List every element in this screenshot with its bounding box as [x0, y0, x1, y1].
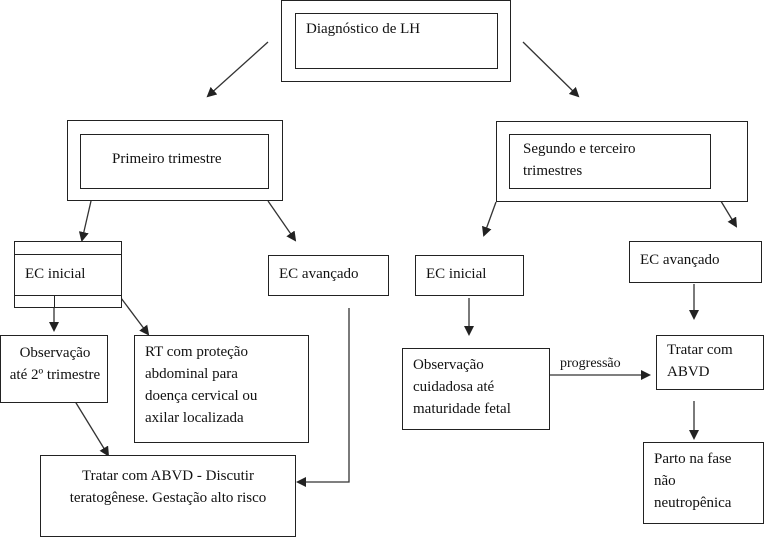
first-treat-label: Tratar com ABVD - Discutir teratogênese.…	[69, 468, 267, 506]
arrow-observation-to-treat	[72, 397, 110, 457]
first-rt-node[interactable]: RT com proteção abdominal para doença ce…	[134, 335, 309, 443]
second-initial-stage-node[interactable]: EC inicial	[415, 255, 524, 296]
arrow-first-to-advanced	[267, 200, 297, 242]
first-rt-label: RT com proteção abdominal para doença ce…	[145, 344, 258, 426]
second-delivery-node[interactable]: Parto na fase não neutropênica	[643, 442, 764, 524]
second-advanced-stage-node[interactable]: EC avançado	[629, 241, 762, 283]
arrow-initial-to-rt	[120, 297, 150, 336]
first-initial-top-band	[15, 254, 121, 255]
first-initial-bottom-divider	[54, 295, 55, 308]
second-advanced-stage-label: EC avançado	[640, 252, 720, 268]
second-initial-stage-label: EC inicial	[426, 266, 487, 282]
first-initial-stage-label: EC inicial	[25, 266, 86, 282]
first-initial-stage-node[interactable]: EC inicial	[14, 241, 122, 308]
first-advanced-stage-label: EC avançado	[279, 266, 359, 282]
second-treat-label: Tratar com ABVD	[667, 342, 733, 380]
first-observation-node[interactable]: Observação até 2º trimestre	[0, 335, 108, 403]
root-node[interactable]: Diagnóstico de LH	[295, 13, 498, 69]
arrow-root-to-first	[206, 41, 269, 98]
root-label: Diagnóstico de LH	[306, 21, 421, 37]
second-observation-label: Observação cuidadosa até maturidade feta…	[413, 357, 511, 417]
second-trimester-label: Segundo e terceiro trimestres	[523, 141, 636, 179]
arrow-root-to-second	[522, 41, 580, 98]
second-trimester-node[interactable]: Segundo e terceiro trimestres	[509, 134, 711, 189]
second-treat-node[interactable]: Tratar com ABVD	[656, 335, 764, 390]
progression-edge-label: progressão	[560, 356, 621, 371]
second-observation-node[interactable]: Observação cuidadosa até maturidade feta…	[402, 348, 550, 430]
first-initial-bottom-band	[15, 295, 121, 296]
first-observation-label: Observação até 2º trimestre	[9, 345, 101, 383]
arrow-second-to-initial	[482, 201, 497, 237]
second-delivery-label: Parto na fase não neutropênica	[654, 451, 732, 511]
first-trimester-node[interactable]: Primeiro trimestre	[80, 134, 269, 189]
first-treat-node[interactable]: Tratar com ABVD - Discutir teratogênese.…	[40, 455, 296, 537]
first-advanced-stage-node[interactable]: EC avançado	[268, 255, 389, 296]
first-trimester-label: Primeiro trimestre	[112, 151, 222, 167]
